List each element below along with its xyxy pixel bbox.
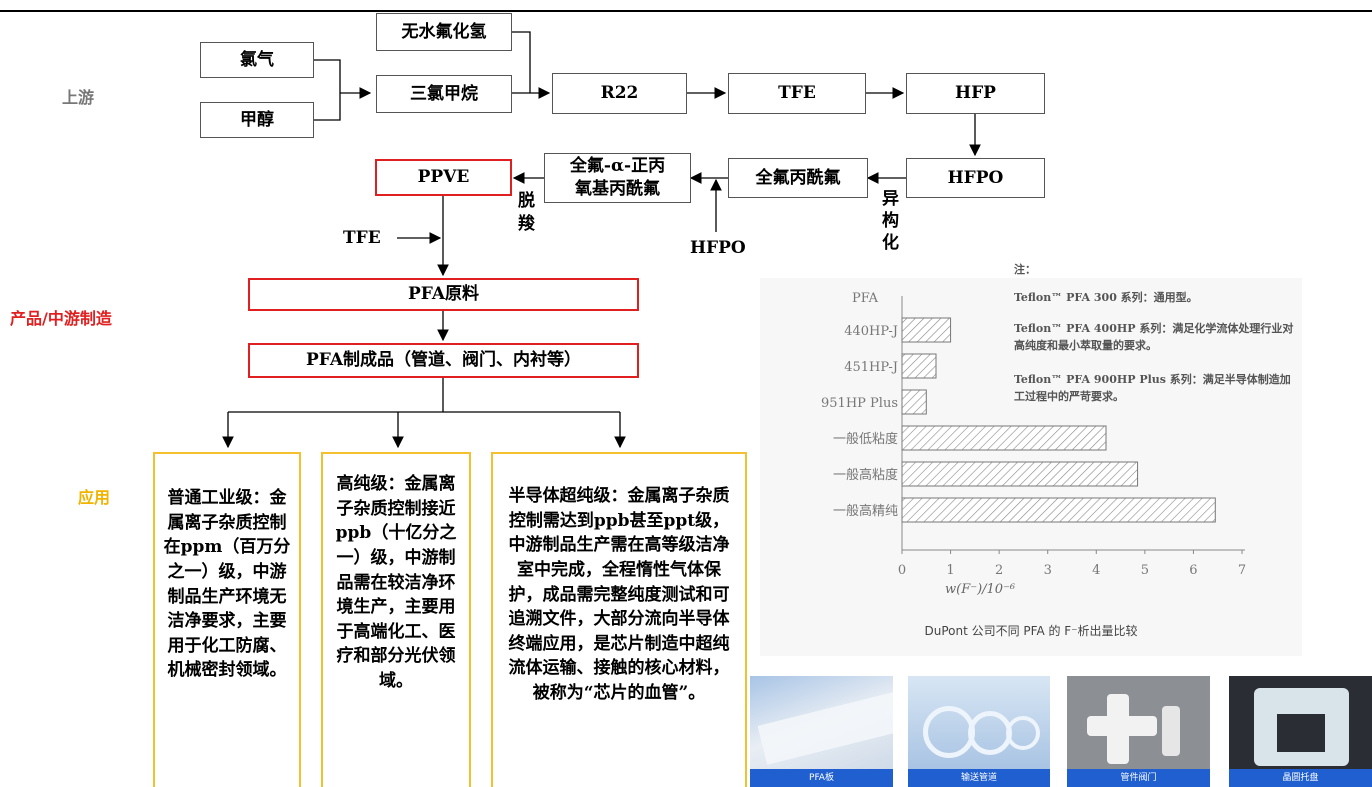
box-chloroform: 三氯甲烷 <box>376 75 512 113</box>
photo-caption-wafer-tray: 晶圆托盘 <box>1229 769 1372 787</box>
photo-tubing: 输送管道 <box>908 676 1050 787</box>
chart-note-900hp: Teflon™ PFA 900HP Plus 系列：满足半导体制造加工过程中的严… <box>1014 373 1291 403</box>
chart-bar <box>901 389 927 415</box>
section-upstream: 上游 <box>62 88 95 107</box>
box-r22: R22 <box>552 73 687 114</box>
chart-panel: PFA 440HP-J 451HP-J 951HP Plus 一般低粘度一般高粘度一般… <box>760 263 1302 656</box>
chart-x-tick-label: 4 <box>1092 563 1100 578</box>
box-pfa-products: PFA制成品（管道、阀门、内衬等） <box>248 343 639 378</box>
chart-x-tick-label: 1 <box>946 563 954 578</box>
chart-category-label: 440HP-J <box>844 324 898 339</box>
chart-caption: DuPont 公司不同 PFA 的 F⁻析出量比较 <box>924 624 1138 638</box>
box-tfe: TFE <box>728 73 866 114</box>
chart-note-300: Teflon™ PFA 300 系列：通用型。 <box>1014 291 1198 304</box>
photo-caption-tubing: 输送管道 <box>908 769 1050 787</box>
top-divider <box>0 10 1372 12</box>
label-hfpo-input: HFPO <box>690 238 746 258</box>
chart-x-tick-label: 5 <box>1141 563 1149 578</box>
isomer-char-1: 异 <box>882 189 899 209</box>
label-decarboxylation: 脱 羧 <box>518 190 535 236</box>
photo-wafer-tray: 晶圆托盘 <box>1229 676 1372 787</box>
chart-xlabel: w(F⁻)/10⁻⁶ <box>945 582 1016 597</box>
photo-caption-fittings: 管件阀门 <box>1067 769 1210 787</box>
box-perfluoropropionyl-fluoride: 全氟丙酰氟 <box>728 158 868 198</box>
box-ppve: PPVE <box>375 159 512 196</box>
photo-caption-sheet: PFA板 <box>750 769 893 787</box>
chart-bar <box>901 353 937 379</box>
section-application: 应用 <box>78 488 111 507</box>
label-tfe-input: TFE <box>343 228 381 248</box>
chart-category-label: 451HP-J <box>844 360 898 375</box>
chart-note-title: 注： <box>1014 263 1036 276</box>
chart-x-tick-label: 3 <box>1044 563 1052 578</box>
chart-x-tick-label: 6 <box>1189 563 1197 578</box>
chart-header-label: PFA <box>852 291 879 306</box>
decarb-char-2: 羧 <box>518 213 535 234</box>
box-chlorine: 氯气 <box>200 42 314 78</box>
chart-note-400hp: Teflon™ PFA 400HP 系列：满足化学流体处理行业对高纯度和最小萃取… <box>1014 322 1294 352</box>
isomer-char-3: 化 <box>882 233 899 254</box>
box-anhydrous-hf: 无水氟化氢 <box>376 13 512 51</box>
chart-category-label: 951HP Plus <box>821 396 898 411</box>
app-semiconductor-grade: 半导体超纯级：金属离子杂质控制需达到ppb甚至ppt级，中游制品生产需在高等级洁… <box>491 452 747 787</box>
photo-pfa-sheet: PFA板 <box>750 676 893 787</box>
perfluoro-line-1: 全氟-α-正丙 <box>569 156 666 177</box>
chart-category-label: 一般高粘度 <box>833 467 898 483</box>
chart-x-tick-label: 2 <box>995 563 1003 578</box>
box-hfpo: HFPO <box>906 158 1045 198</box>
isomer-char-2: 构 <box>882 211 899 232</box>
box-hfp: HFP <box>906 73 1045 114</box>
chart-svg: PFA 440HP-J 451HP-J 951HP Plus 一般低粘度一般高粘度一般… <box>821 291 1246 578</box>
box-pfa-raw: PFA原料 <box>248 278 639 311</box>
perfluoro-line-2: 氧基丙酰氟 <box>575 179 660 199</box>
chart-bar <box>901 497 1216 523</box>
app-high-purity-grade: 高纯级：金属离子杂质控制接近ppb（十亿分之一）级，中游制品需在较洁净环境生产，… <box>321 452 471 787</box>
chart-bar <box>901 461 1139 487</box>
box-methanol: 甲醇 <box>200 102 314 138</box>
photo-fittings: 管件阀门 <box>1067 676 1210 787</box>
chart-bar <box>901 425 1107 451</box>
box-perfluoro-alkoxy-fluoride: 全氟-α-正丙 氧基丙酰氟 <box>544 153 691 203</box>
chart-bar <box>901 317 952 343</box>
chart-category-label: 一般高精纯 <box>833 503 898 519</box>
section-midstream: 产品/中游制造 <box>10 309 112 328</box>
chart-x-tick-label: 0 <box>898 563 906 578</box>
chart-x-tick-label: 7 <box>1238 563 1246 578</box>
app-industrial-grade: 普通工业级：金属离子杂质控制在ppm（百万分之一）级，中游制品生产环境无洁净要求… <box>153 452 301 787</box>
label-isomerization: 异 构 化 <box>882 188 899 254</box>
decarb-char-1: 脱 <box>518 191 535 211</box>
chart-category-label: 一般低粘度 <box>833 431 898 447</box>
